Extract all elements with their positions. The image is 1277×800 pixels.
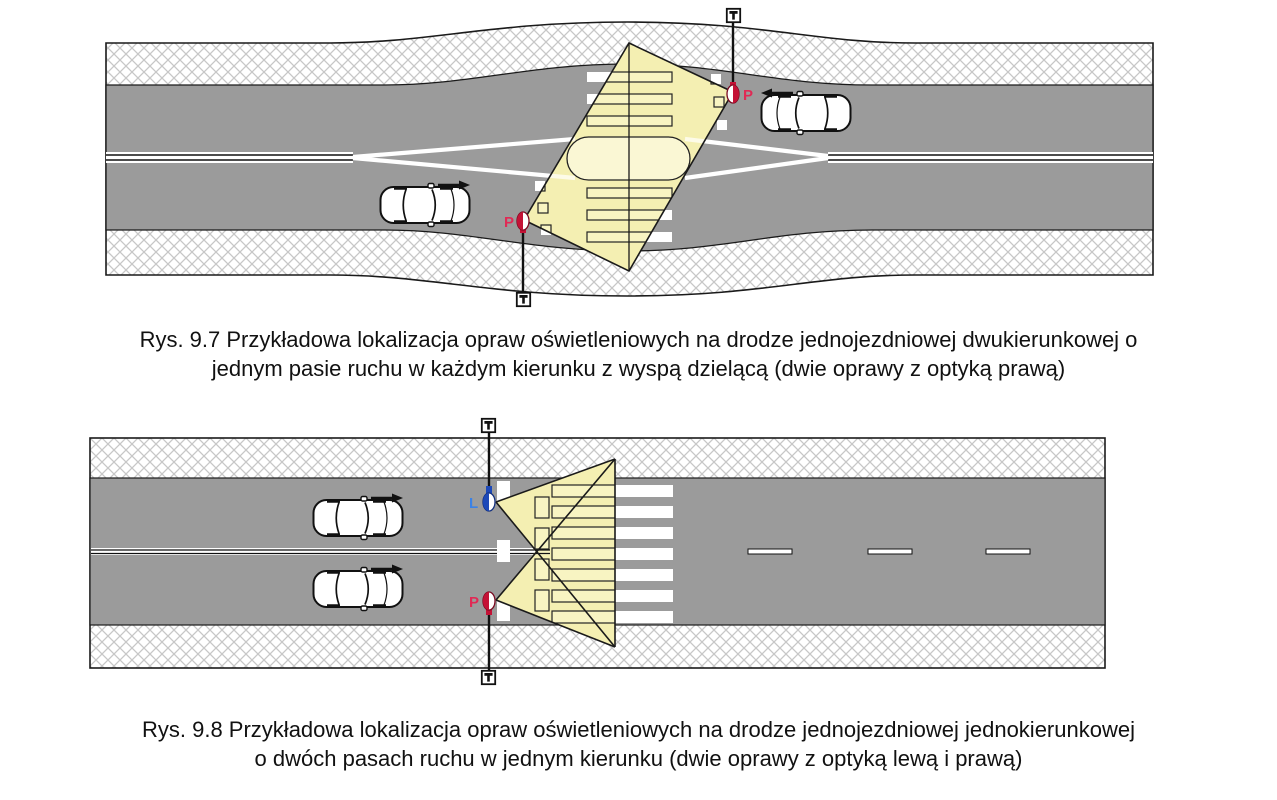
figure1-caption-line1: Rys. 9.7 Przykładowa lokalizacja opraw o… — [139, 327, 1138, 352]
fig1-car-westbound — [759, 86, 853, 137]
fig2-luminaire-bottom-label: P — [469, 594, 479, 611]
figure1-caption: Rys. 9.7 Przykładowa lokalizacja opraw o… — [0, 326, 1277, 383]
fig1-top-pole-base-icon — [725, 7, 742, 24]
figure2-caption-line2: o dwóch pasach ruchu w jednym kierunku (… — [254, 745, 1023, 771]
fig1-centerline-right — [828, 152, 1153, 163]
fig2-lane-dashes — [747, 548, 1031, 555]
fig1-luminaire-bottom-label: P — [504, 214, 514, 231]
figure2-caption: Rys. 9.8 Przykładowa lokalizacja opraw o… — [0, 716, 1277, 773]
fig1-bottom-pole-base-icon — [515, 291, 532, 308]
fig2-car-top-lane — [311, 491, 405, 542]
fig1-car-eastbound — [378, 178, 472, 229]
fig2-luminaire-top-label: L — [469, 495, 478, 512]
fig2-luminaire-bottom: P — [469, 591, 496, 615]
fig1-luminaire-bottom: P — [504, 211, 530, 233]
fig2-bottom-pole-base-icon — [480, 669, 497, 686]
fig2-top-pole-base-icon — [480, 417, 497, 434]
fig2-light-cone-edges — [495, 458, 616, 648]
fig2-car-bottom-lane — [311, 562, 405, 613]
figure1-road-diagram: P P — [105, 7, 1154, 308]
fig2-centerline — [91, 548, 550, 555]
fig1-island-approach-lines — [352, 136, 829, 181]
fig1-luminaire-top: P — [726, 82, 753, 104]
figure2-caption-line1: Rys. 9.8 Przykładowa lokalizacja opraw o… — [142, 717, 1135, 742]
fig1-centerline-left — [106, 152, 353, 163]
fig1-luminaire-top-label: P — [743, 87, 753, 104]
figure2-road-diagram: L P — [89, 417, 1106, 686]
figure1-caption-line2: jednym pasie ruchu w każdym kierunku z w… — [211, 355, 1066, 381]
fig2-luminaire-top: L — [469, 486, 496, 512]
